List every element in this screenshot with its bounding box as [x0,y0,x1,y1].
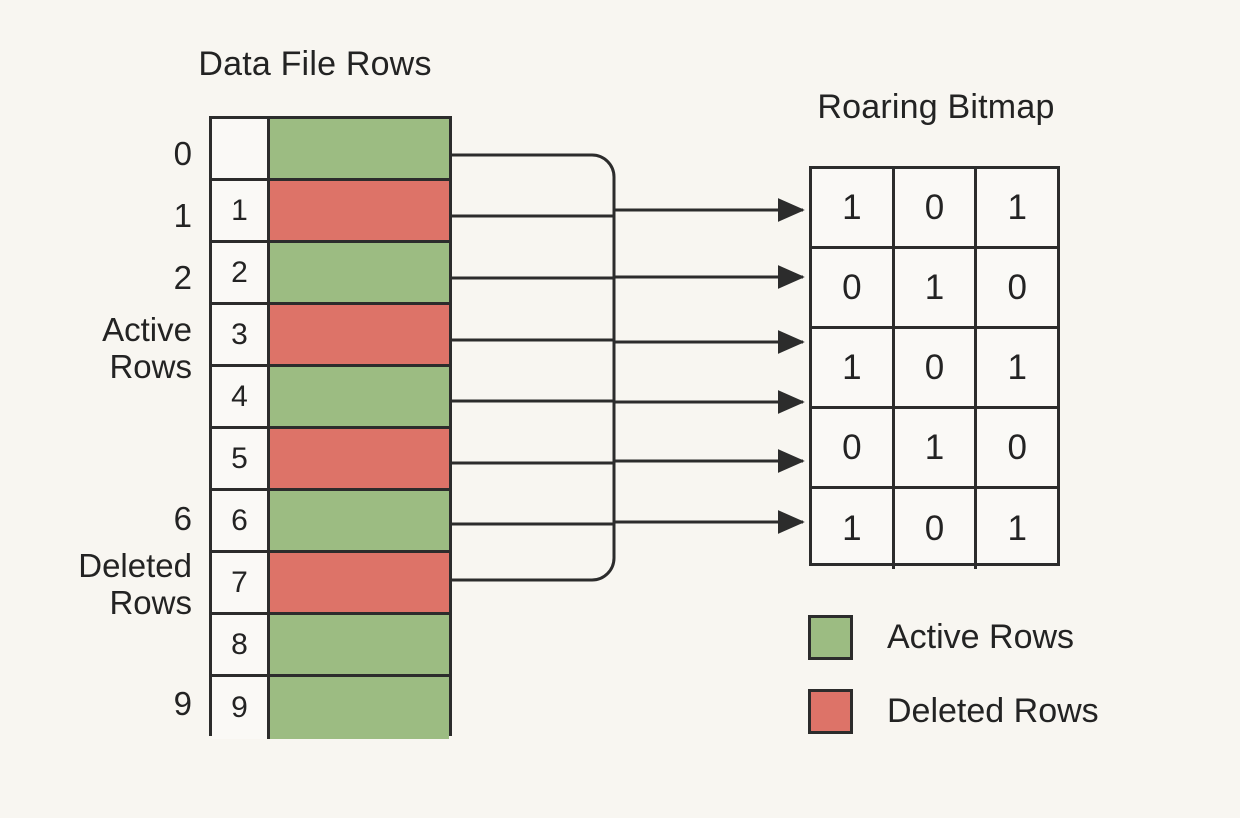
row-label: 9 [174,687,192,720]
data-file-row-index: 2 [212,243,270,302]
legend-swatch-deleted [808,689,853,734]
data-file-row-index: 3 [212,305,270,364]
data-file-row: 7 [212,553,449,615]
data-file-row-active-block [270,243,449,302]
data-file-row-active-block [270,367,449,426]
data-file-row-active-block [270,491,449,550]
data-file-row-deleted-block [270,429,449,488]
bitmap-cell: 1 [812,489,895,569]
data-file-row-active-block [270,119,449,178]
connector-top-elbow [452,155,614,177]
data-file-row-index: 5 [212,429,270,488]
bitmap-row: 101 [812,489,1057,569]
bitmap-cell: 1 [895,409,978,486]
data-file-row-index: 9 [212,677,270,739]
row-label-line: Active [102,312,192,349]
data-file-row-deleted-block [270,553,449,612]
bitmap-row: 010 [812,409,1057,489]
data-file-row: 9 [212,677,449,739]
data-file-row-deleted-block [270,305,449,364]
data-file-row [212,119,449,181]
row-label-line: Deleted [78,548,192,585]
bitmap-cell: 1 [812,329,895,406]
bitmap-cell: 1 [812,169,895,246]
row-label: 6 [174,502,192,535]
data-file-row-index: 1 [212,181,270,240]
data-file-row-index: 8 [212,615,270,674]
legend-item: Deleted Rows [808,687,1099,735]
data-file-row: 6 [212,491,449,553]
data-file-row: 4 [212,367,449,429]
row-label-line: 2 [174,261,192,294]
data-file-rows-table: 123456789 [209,116,452,736]
data-file-row: 5 [212,429,449,491]
bitmap-row: 010 [812,249,1057,329]
row-label: ActiveRows [102,312,192,386]
row-label-line: 1 [174,199,192,232]
row-label: 0 [174,137,192,170]
bitmap-cell: 0 [895,329,978,406]
roaring-bitmap-title: Roaring Bitmap [650,88,1222,127]
bitmap-cell: 0 [895,489,978,569]
data-file-row-index: 7 [212,553,270,612]
data-file-row-active-block [270,615,449,674]
row-label-line: 9 [174,687,192,720]
bitmap-cell: 1 [977,169,1057,246]
data-file-row: 2 [212,243,449,305]
bitmap-cell: 1 [977,329,1057,406]
bitmap-cell: 0 [977,249,1057,326]
data-file-row: 1 [212,181,449,243]
bitmap-cell: 0 [812,249,895,326]
legend-item: Active Rows [808,613,1099,661]
connector-bottom-elbow [452,558,614,580]
row-label-line: 6 [174,502,192,535]
data-file-row-index [212,119,270,178]
data-file-row-active-block [270,677,449,739]
data-file-row-index: 6 [212,491,270,550]
data-file-row-deleted-block [270,181,449,240]
legend: Active RowsDeleted Rows [808,613,1099,761]
legend-label: Deleted Rows [887,692,1099,731]
row-label-line: 0 [174,137,192,170]
row-label: DeletedRows [78,548,192,622]
legend-label: Active Rows [887,618,1074,657]
bitmap-row: 101 [812,169,1057,249]
bitmap-cell: 0 [812,409,895,486]
roaring-bitmap-grid: 101010101010101 [809,166,1060,566]
bitmap-cell: 1 [895,249,978,326]
row-label: 1 [174,199,192,232]
row-label-line: Rows [78,585,192,622]
row-label-line: Rows [102,349,192,386]
data-file-row: 3 [212,305,449,367]
row-label: 2 [174,261,192,294]
bitmap-cell: 1 [977,489,1057,569]
bitmap-cell: 0 [895,169,978,246]
data-file-rows-title: Data File Rows [0,45,630,84]
bitmap-row: 101 [812,329,1057,409]
bitmap-cell: 0 [977,409,1057,486]
legend-swatch-active [808,615,853,660]
data-file-row: 8 [212,615,449,677]
data-file-row-index: 4 [212,367,270,426]
